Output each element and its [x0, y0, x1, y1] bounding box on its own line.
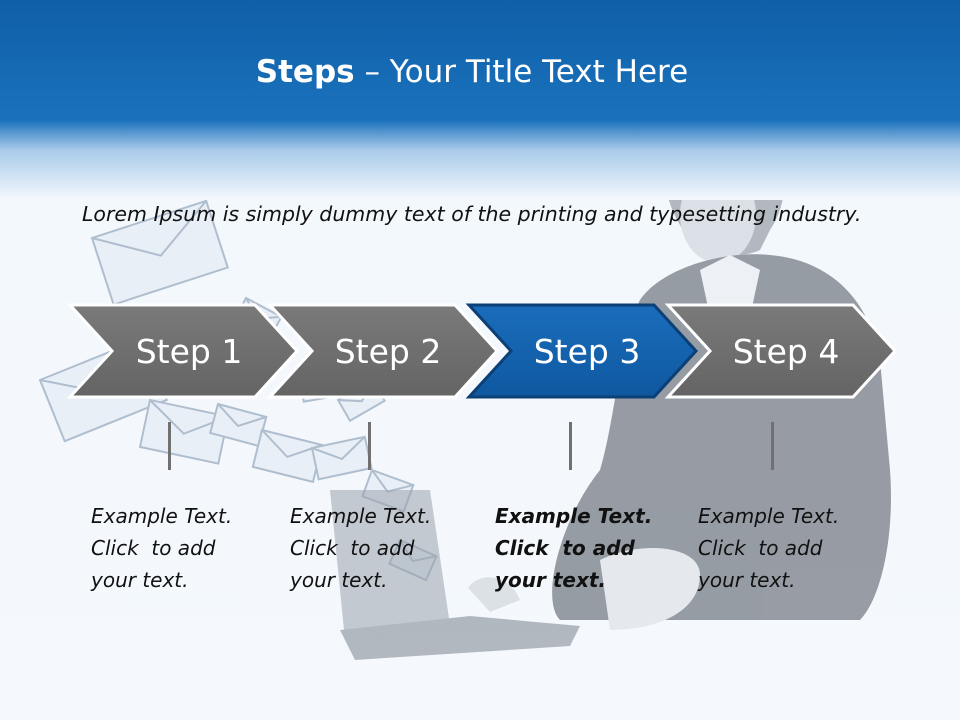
step-4-line-1: Example Text.: [698, 504, 840, 528]
step-label-1[interactable]: Step 1: [135, 332, 243, 371]
step-description-4[interactable]: Example Text. Click to add your text.: [698, 500, 868, 596]
intro-text: Lorem Ipsum is simply dummy text of the …: [82, 202, 862, 226]
step-label-4[interactable]: Step 4: [732, 332, 840, 371]
step-3-line-1: Example Text.: [495, 504, 653, 528]
step-chevron-3[interactable]: [465, 303, 699, 399]
step-2-line-3: your text.: [290, 568, 388, 592]
title-strong: Steps: [255, 54, 355, 90]
step-description-3[interactable]: Example Text. Click to add your text.: [495, 500, 665, 596]
step-description-1[interactable]: Example Text. Click to add your text.: [91, 500, 261, 596]
step-4-line-2: Click to add: [698, 536, 823, 560]
step-1-line-2: Click to add: [91, 536, 216, 560]
step-4-line-3: your text.: [698, 568, 796, 592]
connector-line-2: [368, 422, 371, 470]
step-chevron-4[interactable]: [664, 303, 898, 399]
step-3-line-2: Click to add: [495, 536, 635, 560]
connector-line-1: [168, 422, 171, 470]
step-description-2[interactable]: Example Text. Click to add your text.: [290, 500, 460, 596]
step-label-3[interactable]: Step 3: [533, 332, 641, 371]
header-band: [0, 0, 960, 200]
step-1-line-1: Example Text.: [91, 504, 233, 528]
step-3-line-3: your text.: [495, 568, 607, 592]
title-rest: – Your Title Text Here: [364, 54, 689, 90]
step-2-line-2: Click to add: [290, 536, 415, 560]
connector-line-4: [771, 422, 774, 470]
connector-line-3: [569, 422, 572, 470]
step-2-line-1: Example Text.: [290, 504, 432, 528]
step-1-line-3: your text.: [91, 568, 189, 592]
step-chevron-2[interactable]: [266, 303, 500, 399]
step-chevron-1[interactable]: [66, 303, 300, 399]
slide-title: Steps – Your Title Text Here: [0, 54, 944, 90]
step-label-2[interactable]: Step 2: [334, 332, 442, 371]
